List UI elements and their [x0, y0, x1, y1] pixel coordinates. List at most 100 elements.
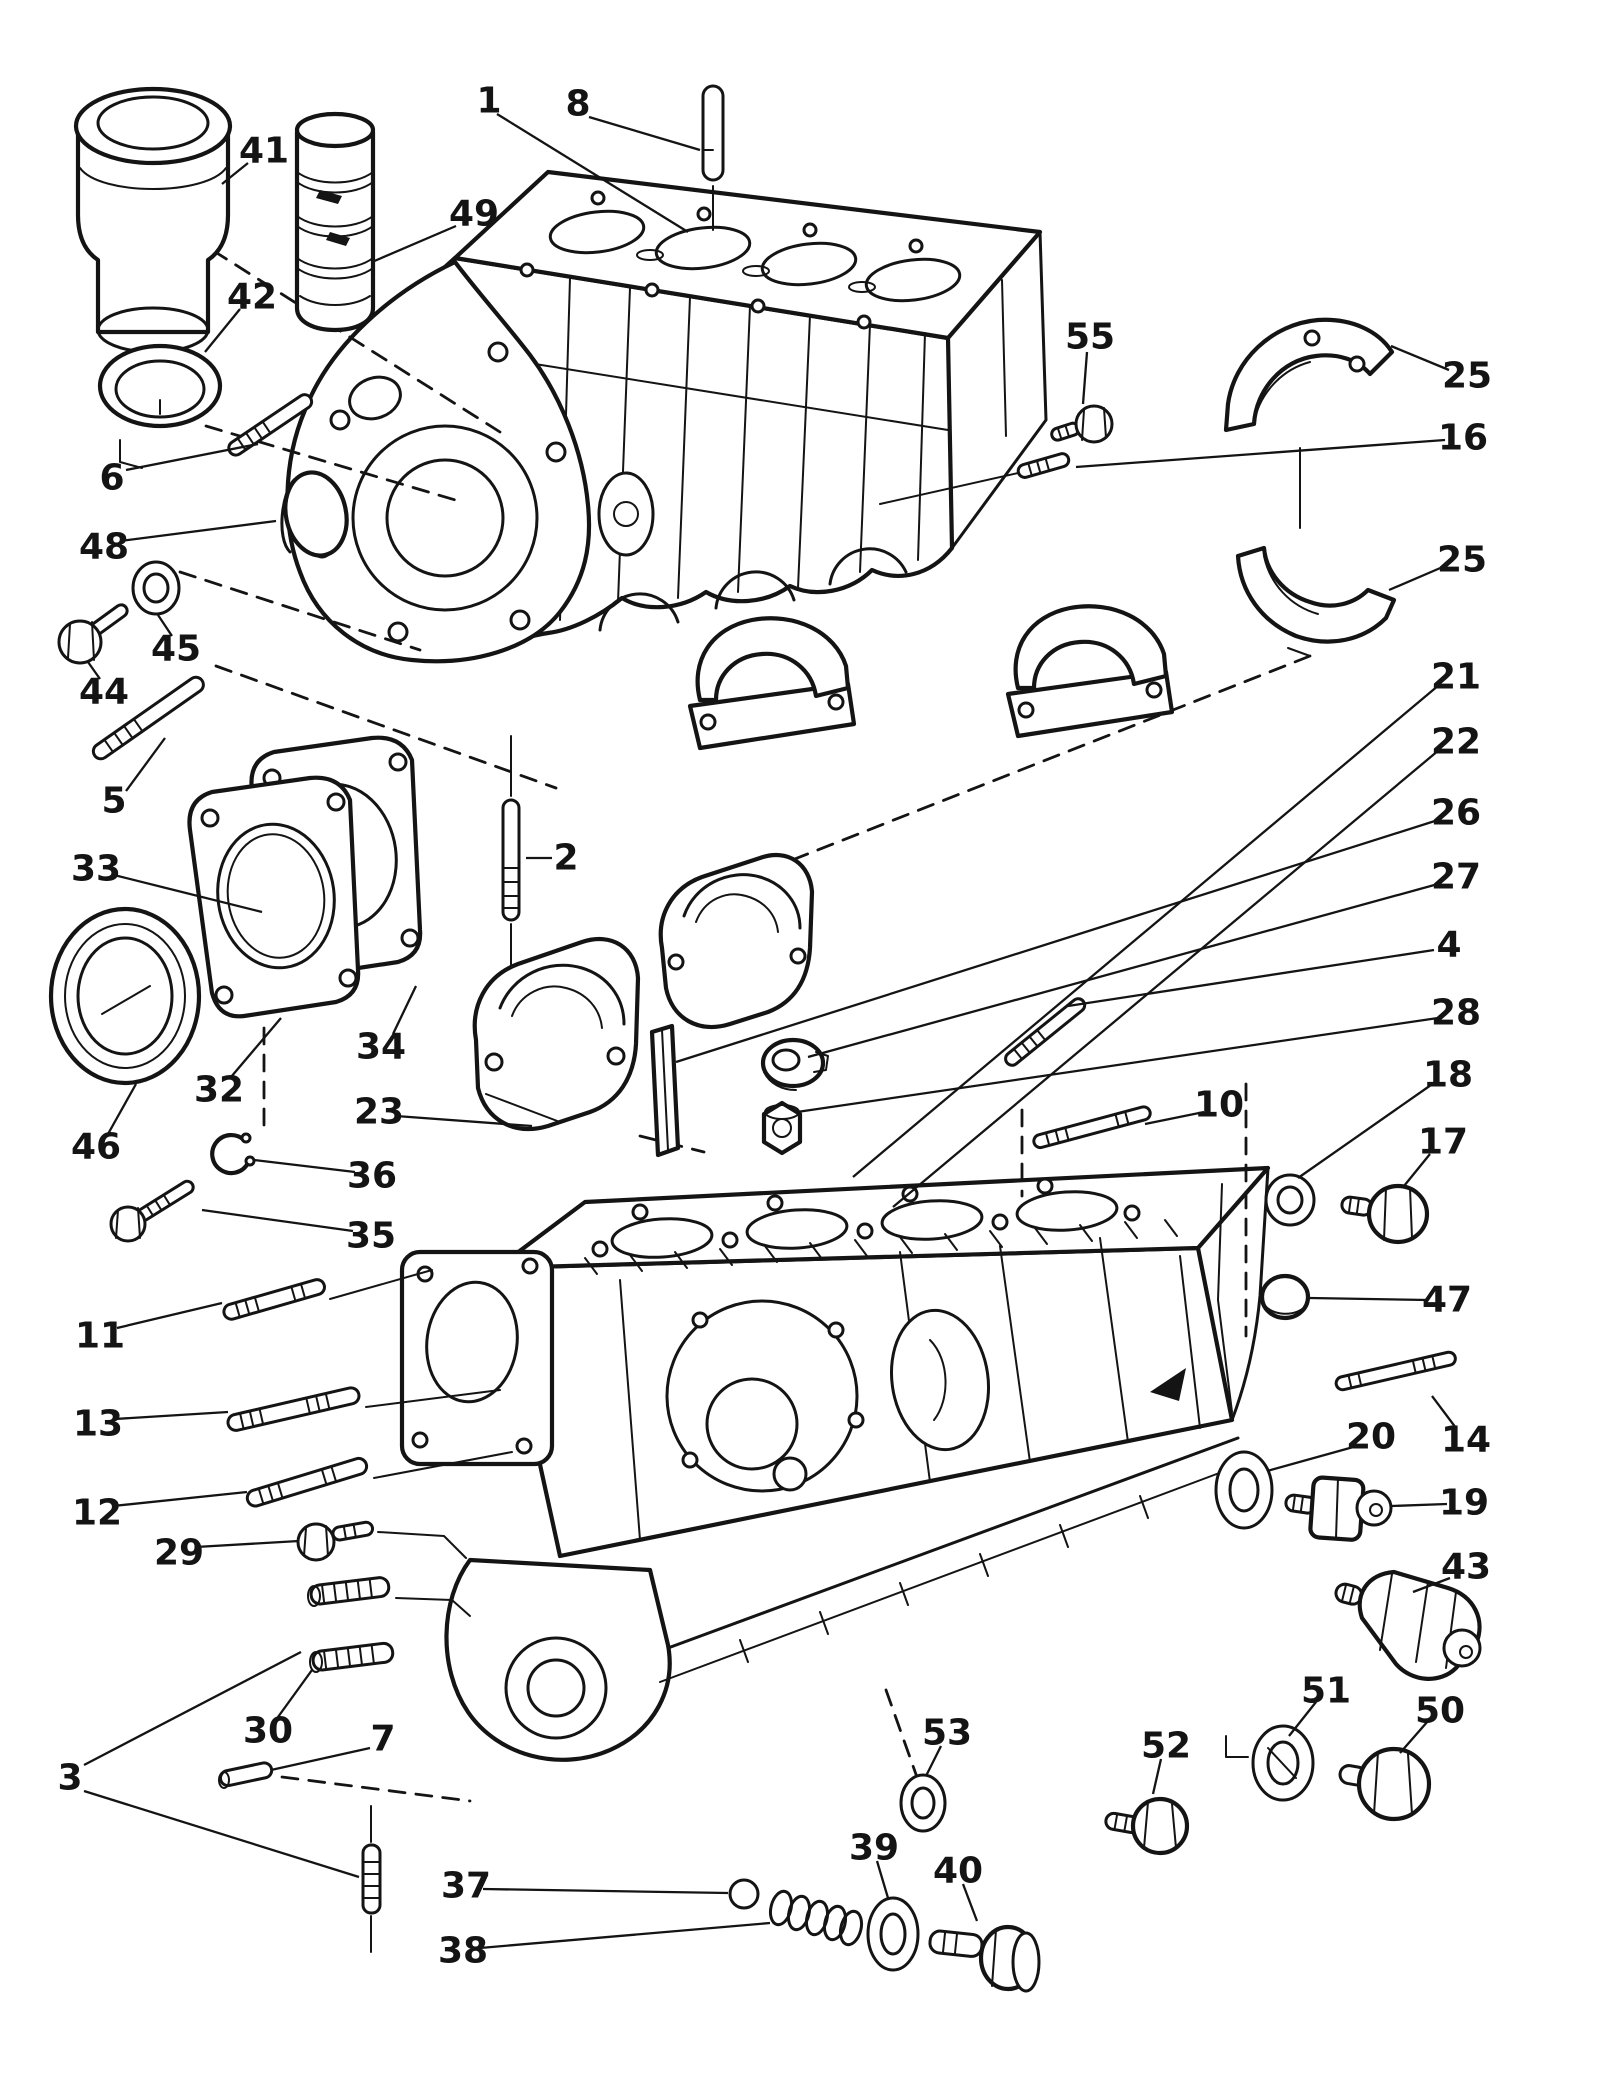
callout-13: 13	[73, 1404, 123, 1445]
leader-line-25	[1390, 344, 1450, 372]
part-53-sealing-washer	[899, 1773, 947, 1833]
leader-line-13	[114, 1410, 229, 1421]
part-19-oil-pressure-switch	[1284, 1475, 1393, 1542]
callout-25: 25	[1437, 540, 1487, 581]
leader-line-43	[1412, 1576, 1451, 1594]
leader-line-34	[391, 985, 418, 1035]
callout-41: 41	[239, 131, 289, 172]
part-52-screw-plug	[1104, 1796, 1190, 1856]
leader-line-46	[106, 1083, 138, 1135]
callout-33: 33	[71, 849, 121, 890]
leader-line-53	[924, 1745, 943, 1777]
callout-34: 34	[356, 1027, 406, 1068]
part-14-stud	[1334, 1350, 1457, 1392]
leader-line-1	[496, 113, 689, 233]
part-47-core-plug	[1259, 1273, 1311, 1321]
leader-line-50	[1399, 1720, 1429, 1754]
part-3-spring-pin	[361, 1805, 382, 1953]
leader-line-6	[125, 442, 259, 472]
part-12-stud	[245, 1456, 369, 1508]
callout-35: 35	[346, 1216, 396, 1257]
callout-53: 53	[922, 1713, 972, 1754]
part-51-sealing-washer	[1251, 1724, 1315, 1802]
part-5-stud	[91, 675, 205, 761]
leader-line-21	[852, 684, 1440, 1178]
leader-line-20	[1266, 1444, 1358, 1473]
part-27-ring	[760, 1037, 829, 1091]
callout-51: 51	[1301, 1671, 1351, 1712]
part-46-crankshaft-seal	[48, 906, 202, 1086]
part-25-thrust-bearing-shell-upper	[1223, 317, 1395, 433]
callout-25: 25	[1442, 356, 1492, 397]
upper-engine-block	[285, 169, 1048, 664]
leader-line-14	[1431, 1395, 1457, 1429]
part-10-stud	[1032, 1105, 1152, 1150]
leader-line-18	[1297, 1084, 1432, 1179]
part-21-main-bearing-shell	[687, 616, 857, 751]
leader-line-26	[675, 818, 1439, 1064]
leader-line-28	[796, 1016, 1439, 1114]
part-44-plug-bolt	[57, 603, 129, 665]
leader-line-29	[195, 1539, 300, 1549]
callout-1: 1	[476, 81, 501, 122]
leader-line-22	[892, 749, 1440, 1208]
part-49-piston	[294, 111, 376, 333]
leader-line-23	[395, 1114, 533, 1128]
leader-line-38	[479, 1921, 771, 1950]
callout-3: 3	[57, 1758, 82, 1799]
callout-43: 43	[1441, 1547, 1491, 1588]
callout-29: 29	[154, 1533, 204, 1574]
leader-line-49	[371, 224, 457, 264]
part-7-dowel-pin	[218, 1761, 274, 1789]
callout-39: 39	[849, 1828, 899, 1869]
leader-line-8	[588, 115, 701, 152]
leader-line-36	[253, 1158, 356, 1174]
leader-line-48	[119, 519, 277, 543]
leader-line-32	[230, 1017, 282, 1078]
leader-line-47	[1309, 1296, 1429, 1302]
part-13-stud	[226, 1386, 361, 1432]
leader-line-33	[113, 873, 263, 914]
callout-46: 46	[71, 1127, 121, 1168]
callout-48: 48	[79, 527, 129, 568]
callout-18: 18	[1423, 1055, 1473, 1096]
leader-line-16	[1075, 438, 1446, 469]
leader-line-51	[1288, 1701, 1317, 1737]
callout-4: 4	[1436, 925, 1461, 966]
part-50-screw-plug	[1338, 1746, 1432, 1822]
leader-line-42	[204, 308, 241, 353]
callout-20: 20	[1346, 1417, 1396, 1458]
leader-line-25	[1388, 564, 1446, 592]
callout-7: 7	[370, 1719, 395, 1760]
callout-11: 11	[75, 1316, 125, 1357]
part-4-stud	[1004, 997, 1087, 1067]
lower-engine-block	[399, 1165, 1271, 1762]
part-41-cylinder-liner	[73, 86, 233, 354]
leader-line-27	[807, 882, 1439, 1059]
part-48-core-plug	[280, 470, 349, 558]
leader-line-12	[112, 1490, 248, 1508]
callout-38: 38	[438, 1931, 488, 1972]
leader-line-35	[201, 1208, 354, 1233]
callout-27: 27	[1431, 857, 1481, 898]
part-20-sealing-washer	[1214, 1450, 1274, 1530]
callout-44: 44	[79, 672, 129, 713]
leader-line-7	[270, 1746, 371, 1772]
part-45-sealing-washer	[131, 560, 181, 616]
callout-47: 47	[1422, 1280, 1472, 1321]
part-39-sealing-washer	[866, 1896, 920, 1972]
part-25-thrust-bearing-shell-lower	[1235, 545, 1397, 644]
leader-line-52	[1151, 1758, 1163, 1795]
part-29-plug	[296, 1520, 375, 1562]
callout-28: 28	[1431, 993, 1481, 1034]
callout-21: 21	[1431, 657, 1481, 698]
callout-45: 45	[151, 629, 201, 670]
leader-line-30	[277, 1669, 313, 1718]
leader-line-11	[116, 1301, 223, 1330]
callout-22: 22	[1431, 722, 1481, 763]
callout-8: 8	[565, 84, 590, 125]
leader-line-55	[1081, 351, 1089, 405]
callout-10: 10	[1194, 1085, 1244, 1126]
callout-12: 12	[72, 1493, 122, 1534]
